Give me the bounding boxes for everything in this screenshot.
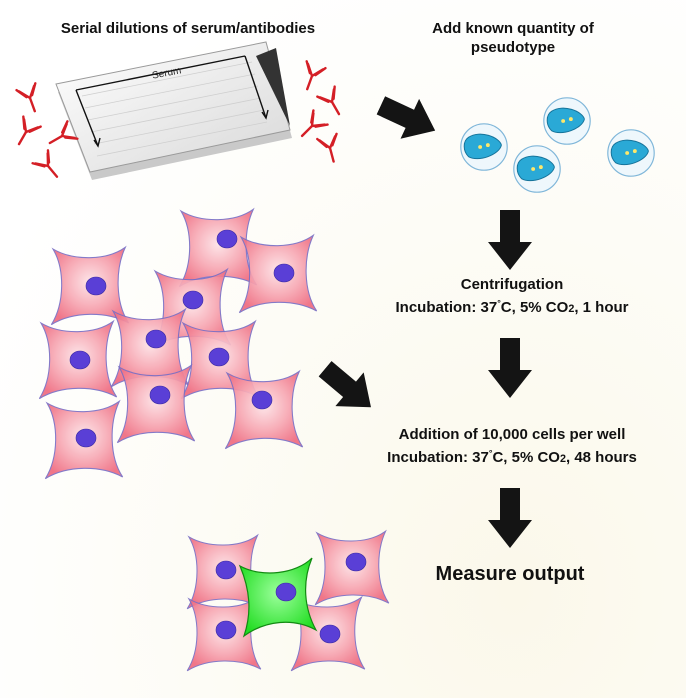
- arrow-down-2: [488, 338, 532, 398]
- infected-cell-group: [186, 530, 390, 672]
- cell-cluster: [38, 208, 318, 480]
- incubation-1-sub: 2: [568, 303, 575, 315]
- incubation-2-prefix: Incubation: 37: [387, 449, 489, 466]
- label-centrifugation: Centrifugation: [460, 276, 564, 293]
- well-plate: [55, 41, 292, 180]
- label-measure-output: Measure output: [435, 563, 585, 585]
- incubation-1-prefix: Incubation: 37: [395, 299, 498, 316]
- degree-sign: °: [497, 298, 501, 308]
- incubation-2-suffix: , 48 hours: [565, 449, 637, 466]
- degree-sign-2: °: [488, 448, 493, 458]
- label-incubation-1: Incubation: 37°C, 5% CO2, 1 hour: [352, 298, 672, 318]
- incubation-2-sub: 2: [559, 453, 566, 465]
- incubation-1-suffix: , 1 hour: [574, 299, 629, 316]
- arrow-down-3: [488, 488, 532, 548]
- antibodies-right: [293, 60, 349, 166]
- label-add-pseudotype: Add known quantity of pseudotype: [432, 20, 594, 56]
- arrow-cells-to-step: [310, 351, 386, 425]
- label-addition-cells: Addition of 10,000 cells per well: [398, 426, 626, 443]
- label-serial-dilutions: Serial dilutions of serum/antibodies: [60, 20, 316, 37]
- arrow-down-1: [488, 210, 532, 270]
- arrow-to-pseudotype: [371, 85, 445, 151]
- incubation-2-mid: C, 5% CO: [492, 449, 560, 466]
- pseudotype-viruses: [460, 97, 655, 193]
- incubation-1-mid: C, 5% CO: [500, 299, 569, 316]
- label-incubation-2: Incubation: 37°C, 5% CO2, 48 hours: [344, 448, 680, 468]
